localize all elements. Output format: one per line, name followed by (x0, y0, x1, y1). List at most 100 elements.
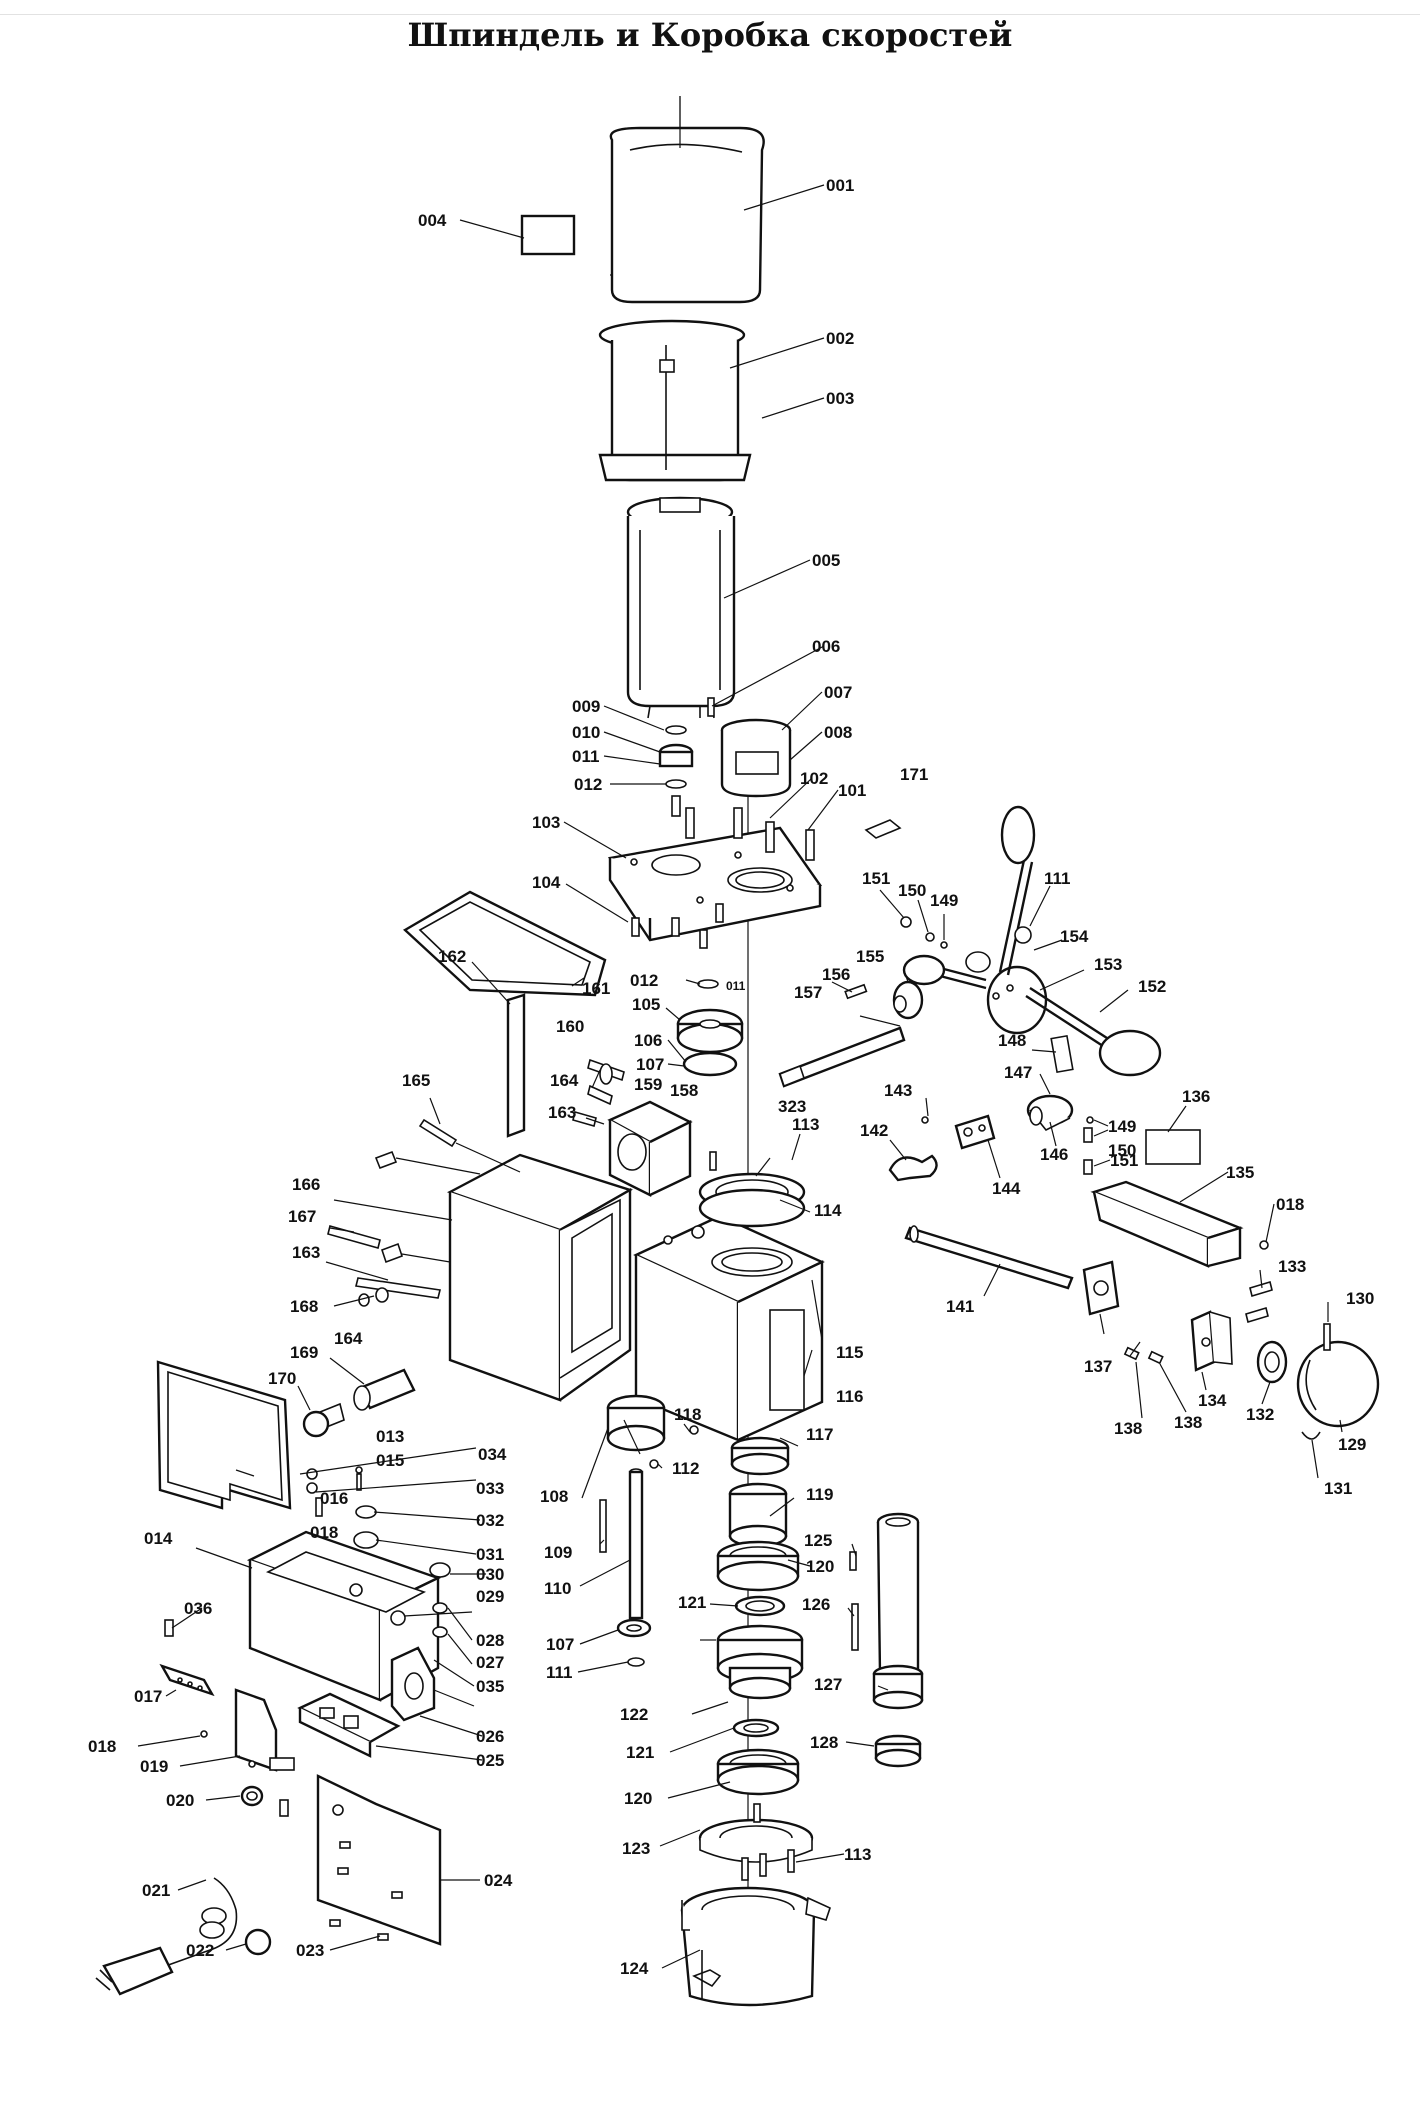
label-011-small: 011 (726, 979, 746, 993)
label-020: 020 (166, 1791, 194, 1810)
label-153: 153 (1094, 955, 1122, 974)
label-103: 103 (532, 813, 560, 832)
label-010: 010 (572, 723, 600, 742)
spindle-bottom-housing (680, 1886, 831, 2007)
label-120-lower: 120 (624, 1789, 652, 1808)
label-168: 168 (290, 1297, 318, 1316)
label-112: 112 (672, 1459, 699, 1478)
label-137: 137 (1084, 1357, 1112, 1376)
belt-guard-bracket (1090, 1180, 1244, 1268)
label-001: 001 (826, 176, 854, 195)
label-151-right: 151 (1110, 1151, 1138, 1170)
leader-lines (137, 184, 1343, 1969)
label-164-left: 164 (334, 1329, 363, 1348)
label-127: 127 (814, 1675, 842, 1694)
gear-housing-pin (709, 1151, 717, 1171)
label-154: 154 (1060, 927, 1089, 946)
label-029: 029 (476, 1587, 504, 1606)
pinion-gear (892, 980, 924, 1020)
info-card (1145, 1129, 1201, 1165)
label-151: 151 (862, 869, 890, 888)
label-012: 012 (574, 775, 602, 794)
quill-bearing-top (730, 1436, 790, 1476)
end-bracket (1190, 1310, 1233, 1372)
spacer-ring-upper (734, 1595, 786, 1617)
top-plate (607, 826, 823, 942)
label-118: 118 (674, 1405, 701, 1424)
label-115: 115 (836, 1343, 863, 1362)
circuit-board (297, 1692, 401, 1758)
feed-shaft (904, 1225, 1074, 1290)
main-head-housing (633, 1214, 825, 1442)
label-170: 170 (268, 1369, 296, 1388)
label-167: 167 (288, 1207, 316, 1226)
label-109: 109 (544, 1543, 572, 1562)
label-027: 027 (476, 1653, 504, 1672)
label-126: 126 (802, 1595, 830, 1614)
shift-fork (888, 1154, 938, 1182)
label-018: 018 (310, 1523, 338, 1542)
end-bracket-screws (1245, 1240, 1273, 1324)
label-033: 033 (476, 1479, 504, 1498)
label-036: 036 (184, 1599, 212, 1618)
control-board (200, 1688, 295, 1772)
label-011: 011 (572, 747, 599, 766)
label-125: 125 (804, 1531, 832, 1550)
label-107: 107 (636, 1055, 664, 1074)
grommet (240, 1785, 264, 1807)
pinion-shaft (778, 1026, 906, 1088)
label-023: 023 (296, 1941, 324, 1960)
label-108: 108 (540, 1487, 568, 1506)
label-022: 022 (186, 1941, 214, 1960)
label-006: 006 (812, 637, 840, 656)
top-plate-screws (631, 807, 815, 949)
detent-pins (1083, 1116, 1094, 1175)
label-016: 016 (320, 1489, 348, 1508)
gearbox-housing (446, 1153, 633, 1402)
label-129: 129 (1338, 1435, 1366, 1454)
capstan-handle (902, 805, 1162, 1077)
end-gasket (1082, 1260, 1120, 1316)
quill-pins (849, 1551, 859, 1651)
gear-shaft (628, 1468, 644, 1620)
cam-assembly (302, 1287, 416, 1438)
shift-pin (587, 1058, 625, 1085)
label-008: 008 (824, 723, 852, 742)
quill-seal-ring (874, 1734, 922, 1768)
label-018-left: 018 (88, 1737, 116, 1756)
shaft-bearing (616, 1618, 652, 1667)
label-104: 104 (532, 873, 561, 892)
label-113: 113 (792, 1115, 819, 1134)
part-labels: 001 002 003 004 005 006 007 008 009 010 … (88, 176, 1374, 1978)
head-bearing-cover (698, 1172, 806, 1228)
label-012-lower: 012 (630, 971, 658, 990)
label-134: 134 (1198, 1391, 1227, 1410)
label-141: 141 (946, 1297, 974, 1316)
spindle-gear (606, 1394, 666, 1452)
motor-key (707, 697, 715, 717)
label-035: 035 (476, 1677, 504, 1696)
label-121: 121 (678, 1593, 706, 1612)
label-019: 019 (140, 1757, 168, 1776)
motor-gear-stack (658, 725, 694, 817)
label-102: 102 (800, 769, 828, 788)
label-018-right: 018 (1276, 1195, 1304, 1214)
scale-label (864, 819, 902, 839)
label-143: 143 (884, 1081, 912, 1100)
label-155: 155 (856, 947, 884, 966)
label-169: 169 (290, 1343, 318, 1362)
label-117: 117 (806, 1425, 833, 1444)
label-002: 002 (826, 329, 854, 348)
back-plate (279, 1774, 442, 1946)
drive-gear (676, 979, 744, 1077)
label-004: 004 (418, 211, 447, 230)
label-028: 028 (476, 1631, 504, 1650)
label-138-right: 138 (1174, 1413, 1202, 1432)
label-014: 014 (144, 1529, 173, 1548)
label-032: 032 (476, 1511, 504, 1530)
end-knob (1296, 1340, 1380, 1428)
nameplate (520, 214, 576, 256)
label-005: 005 (812, 551, 840, 570)
label-119: 119 (806, 1485, 833, 1504)
